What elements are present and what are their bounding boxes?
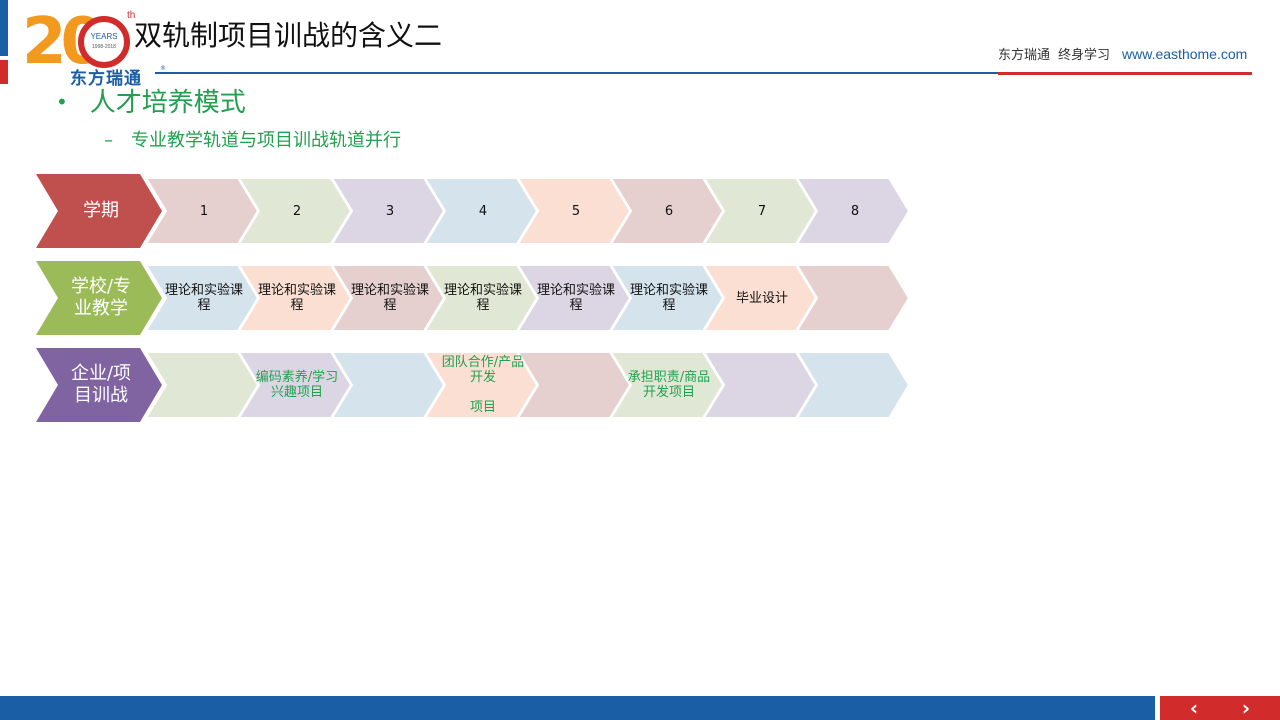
semester-number: 6	[664, 203, 674, 219]
bullet-dash: –	[104, 130, 113, 151]
stage-chevron	[144, 351, 260, 419]
next-slide-icon[interactable]: ›	[1241, 696, 1251, 720]
semester-number: 1	[199, 203, 209, 219]
row-header-chevron	[36, 261, 162, 335]
bullet-level-1: • 人才培养模式	[56, 82, 246, 119]
semester-number: 7	[757, 203, 767, 219]
bullet-level-2-text: 专业教学轨道与项目训战轨道并行	[131, 130, 401, 151]
logo-years-label: YEARS	[90, 32, 118, 41]
teaching-track-label: 理论和实验课程	[536, 283, 615, 313]
semester-number: 8	[850, 203, 860, 219]
semester-number: 5	[571, 203, 581, 219]
row-header-label: 学期	[83, 200, 119, 221]
prev-slide-icon[interactable]: ‹	[1189, 696, 1199, 720]
teaching-track-label: 理论和实验课程	[350, 283, 429, 313]
bullet-level-1-text: 人才培养模式	[89, 88, 246, 118]
stage-chevron	[144, 177, 260, 245]
project-track-label: 编码素养/学习兴趣项目	[255, 370, 339, 400]
chevron-diagram-svg	[36, 174, 911, 422]
logo-ring	[78, 16, 130, 68]
row-header-label: 企业/项目训战	[70, 363, 132, 406]
company-logo: 20 YEARS 1998-2018 th 东方瑞通 ®	[22, 10, 172, 90]
footer-nav-area	[1160, 696, 1280, 720]
header-slogan: 终身学习	[1058, 48, 1111, 63]
stage-chevron	[144, 264, 260, 332]
footer-bar	[0, 696, 1155, 720]
header-url-link[interactable]: www.easthome.com	[1122, 46, 1248, 62]
bullet-dot: •	[56, 90, 68, 114]
left-accent-bar-blue	[0, 0, 8, 56]
row-header-chevron	[36, 348, 162, 422]
semester-number: 2	[292, 203, 302, 219]
project-track-label: 承担职责/商品开发项目	[627, 370, 711, 400]
teaching-track-label: 毕业设计	[735, 290, 788, 306]
semester-number: 3	[385, 203, 395, 219]
header-company: 东方瑞通	[998, 48, 1051, 63]
row-header-chevron	[36, 174, 162, 248]
header-branding: 东方瑞通终身学习 www.easthome.com	[998, 44, 1255, 63]
project-track-label: 团队合作/产品开发 项目	[441, 355, 525, 415]
teaching-track-label: 理论和实验课程	[164, 283, 243, 313]
teaching-track-label: 理论和实验课程	[257, 283, 336, 313]
bullet-level-2: –专业教学轨道与项目训战轨道并行	[104, 126, 401, 152]
logo-superscript: th	[127, 10, 136, 21]
slide-title: 双轨制项目训战的含义二	[134, 19, 443, 52]
logo-registered-mark: ®	[160, 65, 166, 72]
header-divider-blue	[155, 72, 1000, 74]
teaching-track-label: 理论和实验课程	[443, 283, 522, 313]
logo-year-range: 1998-2018	[92, 44, 116, 50]
logo-company-name: 东方瑞通	[70, 69, 142, 89]
teaching-track-label: 理论和实验课程	[629, 283, 708, 313]
left-accent-bar-red	[0, 60, 8, 84]
semester-number: 4	[478, 203, 488, 219]
row-header-label: 学校/专业教学	[70, 276, 132, 319]
header-divider-red	[998, 72, 1252, 75]
